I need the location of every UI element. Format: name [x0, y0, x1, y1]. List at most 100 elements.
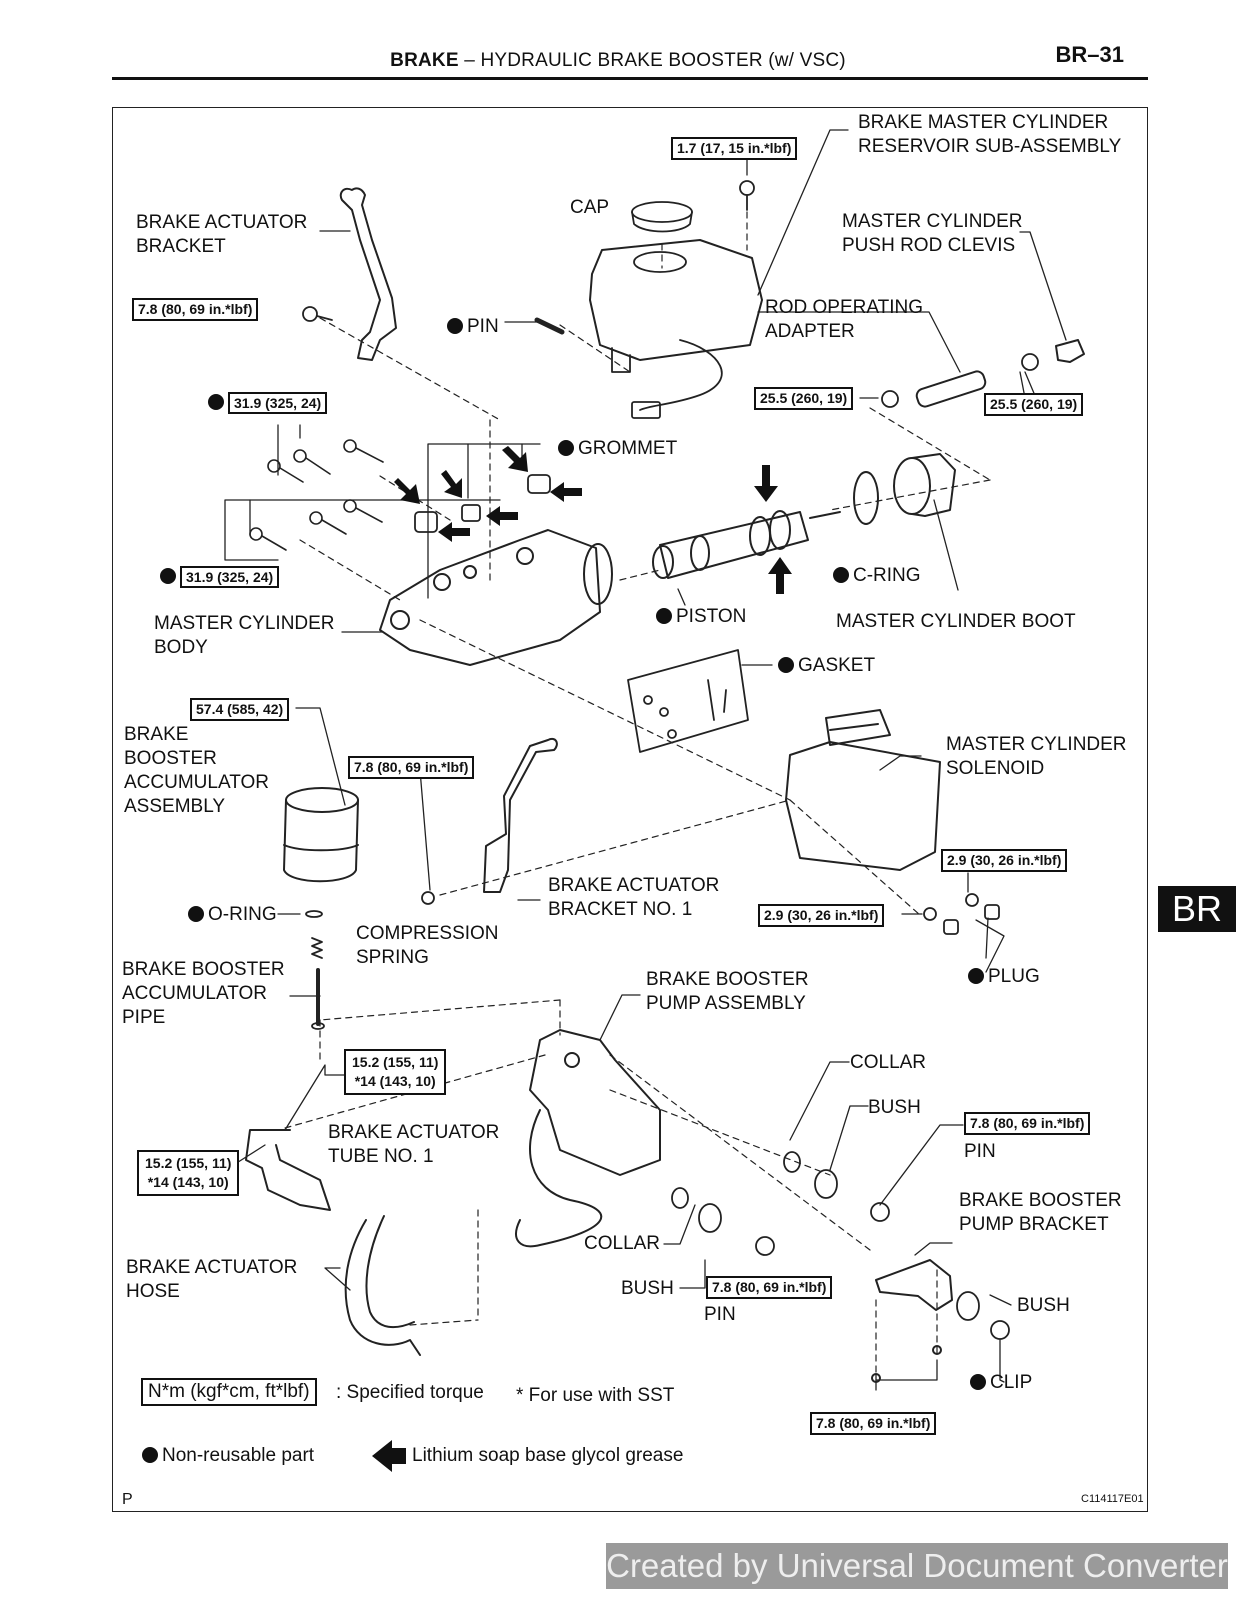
- assembly-dashed-lines: [284, 211, 991, 1376]
- non-reusable-dot-icon: [778, 657, 794, 673]
- section-tab: BR: [1158, 886, 1236, 932]
- bracket-bolt-part: [302, 306, 333, 322]
- non-reusable-dot-icon: [447, 318, 463, 334]
- torque-bracket-bolt: 7.8 (80, 69 in.*lbf): [132, 298, 259, 321]
- grease-arrows: [394, 446, 792, 594]
- label-pin-r: PIN: [964, 1141, 996, 1162]
- torque-pipe-b: 15.2 (155, 11) *14 (143, 10): [137, 1150, 240, 1196]
- label-piston: PISTON: [656, 605, 746, 629]
- torque-solenoid-a: 2.9 (30, 26 in.*lbf): [941, 849, 1068, 872]
- label-mc-boot: MASTER CYLINDER BOOT: [836, 611, 1076, 632]
- plugs-part: [923, 893, 1000, 935]
- non-reusable-dot-icon: [970, 1374, 986, 1390]
- reservoir-screw-part: [739, 180, 755, 211]
- o-ring-part: [305, 910, 323, 918]
- label-pin: PIN: [447, 315, 499, 339]
- boot-part: [893, 453, 956, 517]
- spring-part: [311, 937, 323, 959]
- watermark: Created by Universal Document Converter: [606, 1543, 1228, 1589]
- label-accumulator: BRAKE BOOSTER ACCUMULATOR ASSEMBLY: [124, 724, 269, 817]
- label-bush-rr: BUSH: [1017, 1295, 1070, 1316]
- label-grommet: GROMMET: [558, 437, 677, 461]
- collars-bushes-part: [671, 1151, 1010, 1340]
- piston-part: [652, 510, 841, 579]
- label-bush-r: BUSH: [868, 1097, 921, 1118]
- clevis-part: [1055, 339, 1085, 363]
- label-pump-bracket: BRAKE BOOSTER PUMP BRACKET: [959, 1190, 1122, 1235]
- leader-lines: [224, 129, 1067, 1391]
- legend-torque-box: N*m (kgf*cm, ft*lbf): [141, 1378, 317, 1406]
- page-number: BR–31: [1055, 42, 1124, 67]
- hose-part: [344, 1215, 421, 1356]
- figure-code: C114117E01: [1081, 1493, 1144, 1505]
- pin-part: [534, 317, 565, 335]
- actuator-bracket-part: [339, 187, 397, 361]
- torque-pipe-a: 15.2 (155, 11) *14 (143, 10): [344, 1049, 447, 1095]
- header-separator: –: [464, 50, 475, 71]
- label-c-ring: C-RING: [833, 564, 921, 588]
- non-reusable-dot-icon: [968, 968, 984, 984]
- label-pump-assy: BRAKE BOOSTER PUMP ASSEMBLY: [646, 969, 809, 1014]
- torque-bracket-no1-bolt: 7.8 (80, 69 in.*lbf): [348, 756, 475, 779]
- label-gasket: GASKET: [778, 654, 875, 678]
- label-collar-l: COLLAR: [584, 1233, 661, 1254]
- label-rod-adapter: ROD OPERATING ADAPTER: [765, 297, 923, 342]
- non-reusable-dot-icon: [558, 440, 574, 456]
- torque-pin-l: 7.8 (80, 69 in.*lbf): [706, 1276, 833, 1299]
- mc-body-part: [379, 529, 613, 666]
- torque-adapter-nut-right: 25.5 (260, 19): [984, 393, 1084, 416]
- torque-pump-bracket-bolts: 7.8 (80, 69 in.*lbf): [810, 1412, 937, 1435]
- header-subtitle: HYDRAULIC BRAKE BOOSTER (w/ VSC): [480, 50, 846, 71]
- cap-part: [631, 201, 693, 233]
- c-ring-part: [853, 471, 879, 525]
- non-reusable-dot-icon: [208, 394, 224, 410]
- label-bush-l: BUSH: [621, 1278, 674, 1299]
- accumulator-part: [283, 787, 359, 883]
- non-reusable-dot-icon: [188, 906, 204, 922]
- torque-upper-bolts: 31.9 (325, 24): [228, 392, 328, 414]
- header-rule: [112, 77, 1148, 80]
- header-section: BRAKE: [390, 50, 459, 71]
- torque-solenoid-b: 2.9 (30, 26 in.*lbf): [758, 904, 885, 927]
- tube-part: [245, 1129, 331, 1211]
- label-comp-spring: COMPRESSION SPRING: [356, 923, 499, 968]
- label-hose: BRAKE ACTUATOR HOSE: [126, 1257, 298, 1302]
- grease-legend-arrow: [372, 1440, 406, 1472]
- bracket-no1-part: [483, 738, 558, 893]
- torque-lower-bolts-group: 31.9 (325, 24): [160, 565, 280, 589]
- gasket-part: [627, 649, 749, 753]
- label-bracket-no1: BRAKE ACTUATOR BRACKET NO. 1: [548, 875, 720, 920]
- label-actuator-bracket: BRAKE ACTUATOR BRACKET: [136, 212, 308, 257]
- non-reusable-dot-icon: [160, 568, 176, 584]
- label-push-rod-clevis: MASTER CYLINDER PUSH ROD CLEVIS: [842, 211, 1023, 256]
- pump-part: [515, 1029, 661, 1248]
- pump-bracket-part: [871, 1259, 953, 1383]
- legend-grease: Lithium soap base glycol grease: [412, 1445, 684, 1466]
- label-reservoir: BRAKE MASTER CYLINDER RESERVOIR SUB-ASSE…: [858, 112, 1122, 157]
- legend-non-reusable: Non-reusable part: [142, 1444, 314, 1468]
- label-cap: CAP: [570, 197, 610, 218]
- bolts-part: [249, 439, 384, 551]
- non-reusable-dot-icon: [656, 608, 672, 624]
- adapter-part: [915, 370, 987, 408]
- non-reusable-dot-icon: [142, 1447, 158, 1463]
- grommets-part: [414, 474, 551, 533]
- bracket-no1-bolt-part: [421, 891, 435, 905]
- page-header-title: BRAKE – HYDRAULIC BRAKE BOOSTER (w/ VSC): [110, 50, 1126, 72]
- footer-code-letter: P: [122, 1491, 133, 1508]
- label-mc-solenoid: MASTER CYLINDER SOLENOID: [946, 734, 1127, 779]
- solenoid-part: [785, 709, 941, 871]
- torque-lower-bolts: 31.9 (325, 24): [180, 566, 280, 588]
- label-acc-pipe: BRAKE BOOSTER ACCUMULATOR PIPE: [122, 959, 285, 1028]
- label-pin-l: PIN: [704, 1304, 736, 1325]
- legend-torque-text: : Specified torque: [336, 1382, 484, 1403]
- torque-pin-r: 7.8 (80, 69 in.*lbf): [964, 1112, 1091, 1135]
- acc-pipe-part: [311, 968, 325, 1030]
- reservoir-part: [589, 239, 763, 419]
- label-collar-r: COLLAR: [850, 1052, 927, 1073]
- label-mc-body: MASTER CYLINDER BODY: [154, 613, 335, 658]
- torque-upper-bolts-group: 31.9 (325, 24): [208, 391, 328, 415]
- torque-accumulator: 57.4 (585, 42): [190, 698, 290, 721]
- diagram-frame: [112, 107, 1148, 1512]
